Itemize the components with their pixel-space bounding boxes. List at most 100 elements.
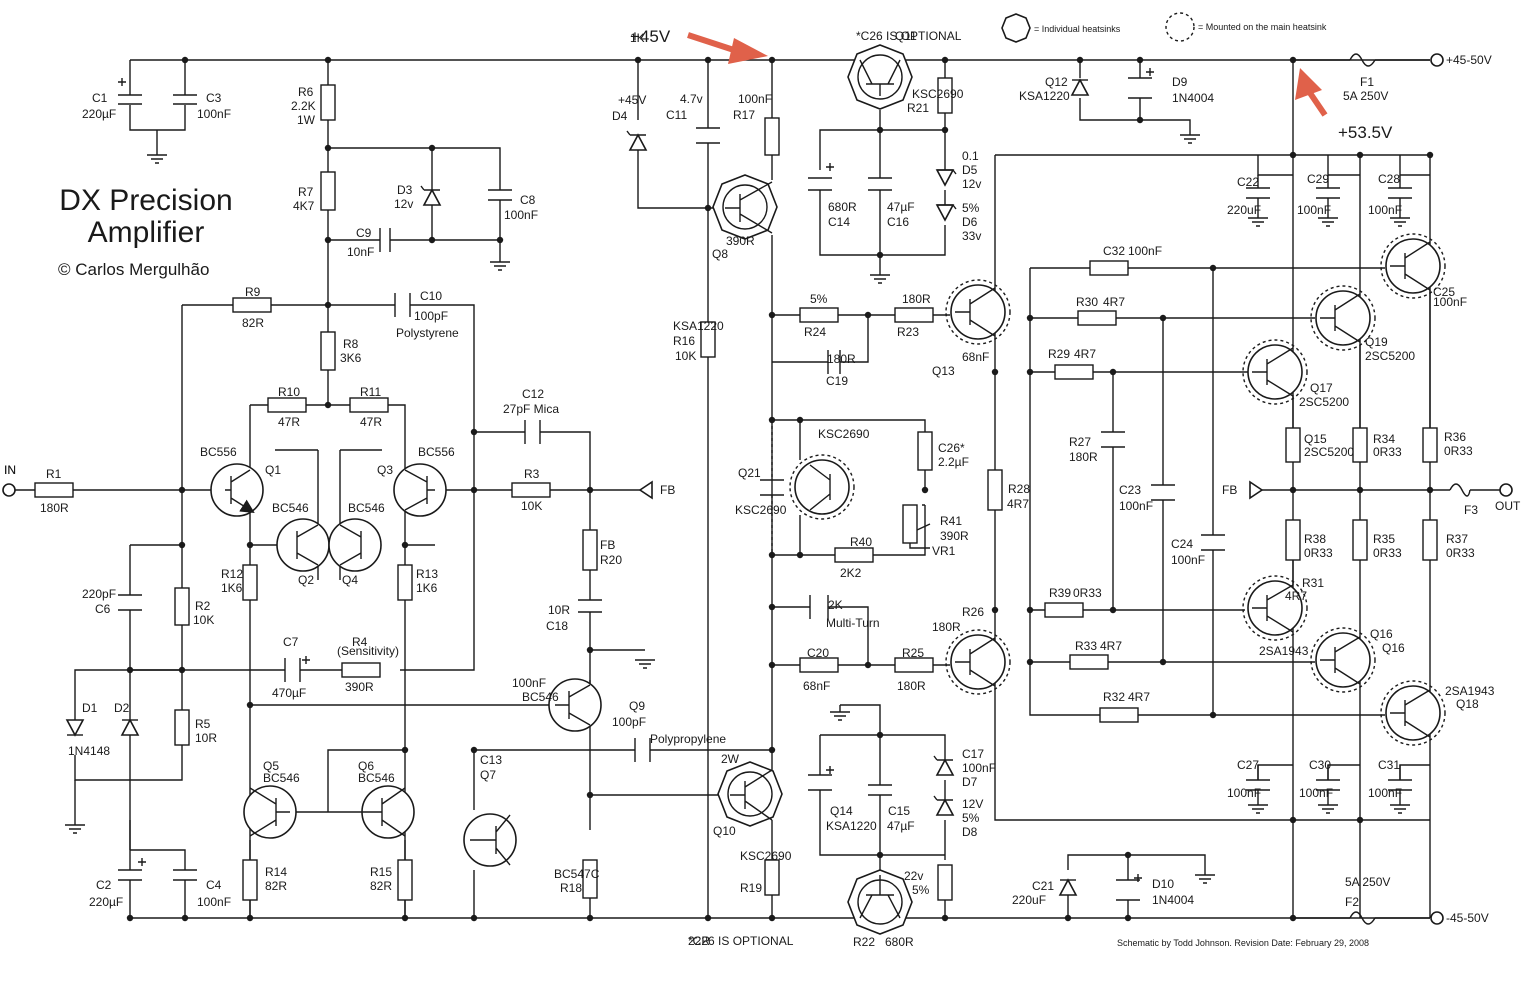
- component-label: R1: [46, 467, 62, 481]
- arrow-45v-icon: [687, 32, 741, 55]
- transistors: [210, 44, 1446, 935]
- component-label: 47µF: [887, 200, 915, 214]
- legend-octagon-icon: [1001, 13, 1031, 43]
- component-label: R40: [850, 535, 872, 549]
- component-label: Q3: [377, 463, 393, 477]
- component-label: BC546: [522, 690, 559, 704]
- component-label: Q21: [738, 466, 761, 480]
- component-label: 82R: [242, 316, 264, 330]
- port-in: IN: [4, 463, 16, 477]
- q9-transistor: [548, 678, 602, 732]
- component-label: 100nF: [1119, 499, 1153, 513]
- component-label: Q10: [713, 824, 736, 838]
- component-label: 22R: [688, 934, 710, 948]
- component-label: 12v: [394, 197, 413, 211]
- component-label: R16: [673, 334, 695, 348]
- component-label: R34: [1373, 432, 1395, 446]
- component-label: Q12: [1045, 75, 1068, 89]
- component-label: KSA1220: [673, 319, 724, 333]
- component-label: Q7: [480, 768, 496, 782]
- component-label: R38: [1304, 532, 1326, 546]
- component-label: 180R: [932, 620, 961, 634]
- component-label: 47R: [278, 415, 300, 429]
- component-label: Q18: [1456, 697, 1479, 711]
- component-label: R36: [1444, 430, 1466, 444]
- component-label: R24: [804, 325, 826, 339]
- component-label: R35: [1373, 532, 1395, 546]
- component-label: 2.2K: [291, 99, 316, 113]
- component-label: C4: [206, 878, 222, 892]
- q6-transistor: [360, 785, 415, 839]
- component-label: R32: [1103, 690, 1125, 704]
- component-label: 390R: [940, 529, 969, 543]
- component-label: 180R: [902, 292, 931, 306]
- component-label: Q9: [629, 699, 645, 713]
- component-label: *C26 IS OPTIONAL: [856, 29, 962, 43]
- component-label: 100nF: [197, 107, 231, 121]
- pos-out: +45-50V: [1446, 53, 1492, 67]
- component-label: R26: [962, 605, 984, 619]
- component-label: 2SC5200: [1299, 395, 1349, 409]
- component-label: 22v: [904, 869, 923, 883]
- component-label: Polypropylene: [650, 732, 726, 746]
- component-label: 220uF: [1012, 893, 1046, 907]
- component-label: 100nF: [1368, 786, 1402, 800]
- component-label: Q16: [1370, 627, 1393, 641]
- resistors: [34, 77, 1438, 901]
- component-label: 1N4148: [68, 744, 110, 758]
- component-label: Q6: [358, 759, 374, 773]
- component-label: 10R: [548, 603, 570, 617]
- component-label: 2SC5200: [1365, 349, 1415, 363]
- component-label: R41: [940, 514, 962, 528]
- component-label: Q19: [1365, 335, 1388, 349]
- component-label: 4.7v: [680, 92, 703, 106]
- component-label: C31: [1378, 758, 1400, 772]
- component-label: 12V: [962, 797, 983, 811]
- component-label: KSA1220: [1019, 89, 1070, 103]
- component-label: D10: [1152, 877, 1174, 891]
- q20-transistor: [1380, 680, 1446, 746]
- component-label: +45V: [618, 93, 646, 107]
- component-label: 390R: [345, 680, 374, 694]
- component-label: 5%: [962, 811, 980, 825]
- component-label: 2K2: [840, 566, 862, 580]
- component-label: C14: [828, 215, 850, 229]
- component-label: C26*: [938, 441, 965, 455]
- component-label: 2K: [828, 598, 843, 612]
- title-line2: Amplifier: [88, 216, 205, 249]
- component-label: C32: [1103, 244, 1125, 258]
- terminals: [2, 53, 1513, 925]
- rail-53v: +53.5V: [1338, 123, 1393, 142]
- component-label: 47R: [360, 415, 382, 429]
- component-label: D3: [397, 183, 413, 197]
- component-label: 4R7: [1285, 589, 1307, 603]
- legend-individual: = Individual heatsinks: [1034, 24, 1121, 34]
- component-label: R6: [298, 85, 314, 99]
- component-label: R39: [1049, 586, 1071, 600]
- q8-transistor: [712, 174, 778, 240]
- component-label: C24: [1171, 537, 1193, 551]
- port-fb-left: FB: [660, 483, 675, 497]
- component-label: BC547C: [554, 867, 600, 881]
- component-label: D4: [612, 109, 628, 123]
- component-label: C10: [420, 289, 442, 303]
- q10-transistor: [717, 761, 783, 827]
- component-label: C20: [807, 646, 829, 660]
- component-label: 12v: [962, 177, 981, 191]
- component-label: 100nF: [1368, 203, 1402, 217]
- component-label: 2SA1943: [1445, 684, 1495, 698]
- component-label: C6: [95, 602, 111, 616]
- copyright: © Carlos Mergulhão: [58, 260, 209, 279]
- component-label: R4: [352, 635, 368, 649]
- component-label: 82R: [370, 879, 392, 893]
- component-label: 220uF: [1227, 203, 1261, 217]
- component-label: R14: [265, 865, 287, 879]
- component-label: 100nF: [738, 92, 772, 106]
- component-label: IN: [4, 463, 16, 477]
- component-label: R19: [740, 881, 762, 895]
- component-label: BC546: [263, 771, 300, 785]
- component-label: 4K7: [293, 199, 315, 213]
- diodes: [65, 78, 1090, 896]
- component-label: 390R: [726, 234, 755, 248]
